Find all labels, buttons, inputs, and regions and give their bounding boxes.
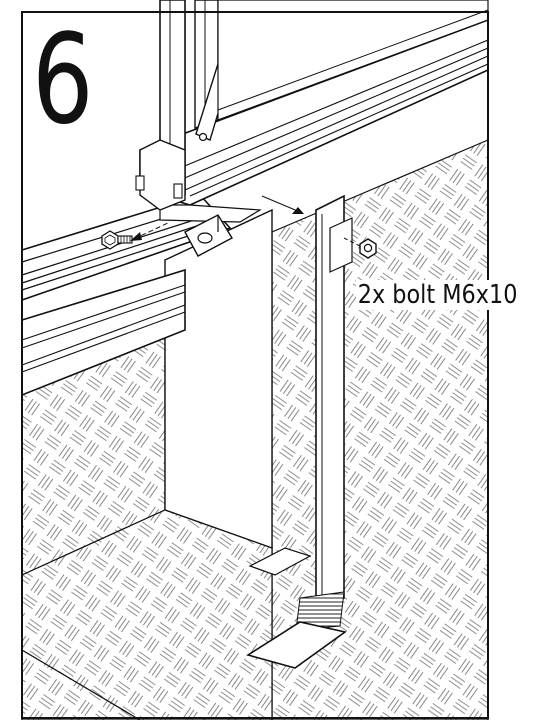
- frame-beam-lines: [174, 39, 489, 197]
- rail-lower-lines: [21, 284, 186, 373]
- figure-border: [21, 11, 489, 719]
- bolt-callout: 2x bolt M6x10: [356, 280, 520, 310]
- bracket-plate: [315, 194, 345, 614]
- bracket-tab: [329, 217, 353, 273]
- door-panel-line: [217, 9, 489, 111]
- corner-bracket: [139, 139, 186, 211]
- bracket-slot-2: [173, 183, 183, 199]
- bolt-icon: [101, 230, 133, 250]
- assembly-guide-line: [261, 195, 301, 213]
- nut-guide-line: [343, 237, 361, 247]
- floor-anchor-plate: [248, 547, 312, 576]
- bracket-coil: [295, 591, 345, 631]
- mount-hole: [197, 232, 213, 244]
- step-number: 6: [32, 8, 94, 152]
- pit-inner-back: [164, 208, 273, 549]
- arrow-icon: [130, 221, 171, 241]
- guide-arrowhead: [292, 207, 304, 214]
- nut-icon: [359, 238, 377, 259]
- strut-pin: [198, 132, 208, 142]
- bracket-slot: [135, 175, 145, 191]
- frame-lower-flange: [159, 204, 262, 223]
- bracket-foot: [246, 621, 347, 669]
